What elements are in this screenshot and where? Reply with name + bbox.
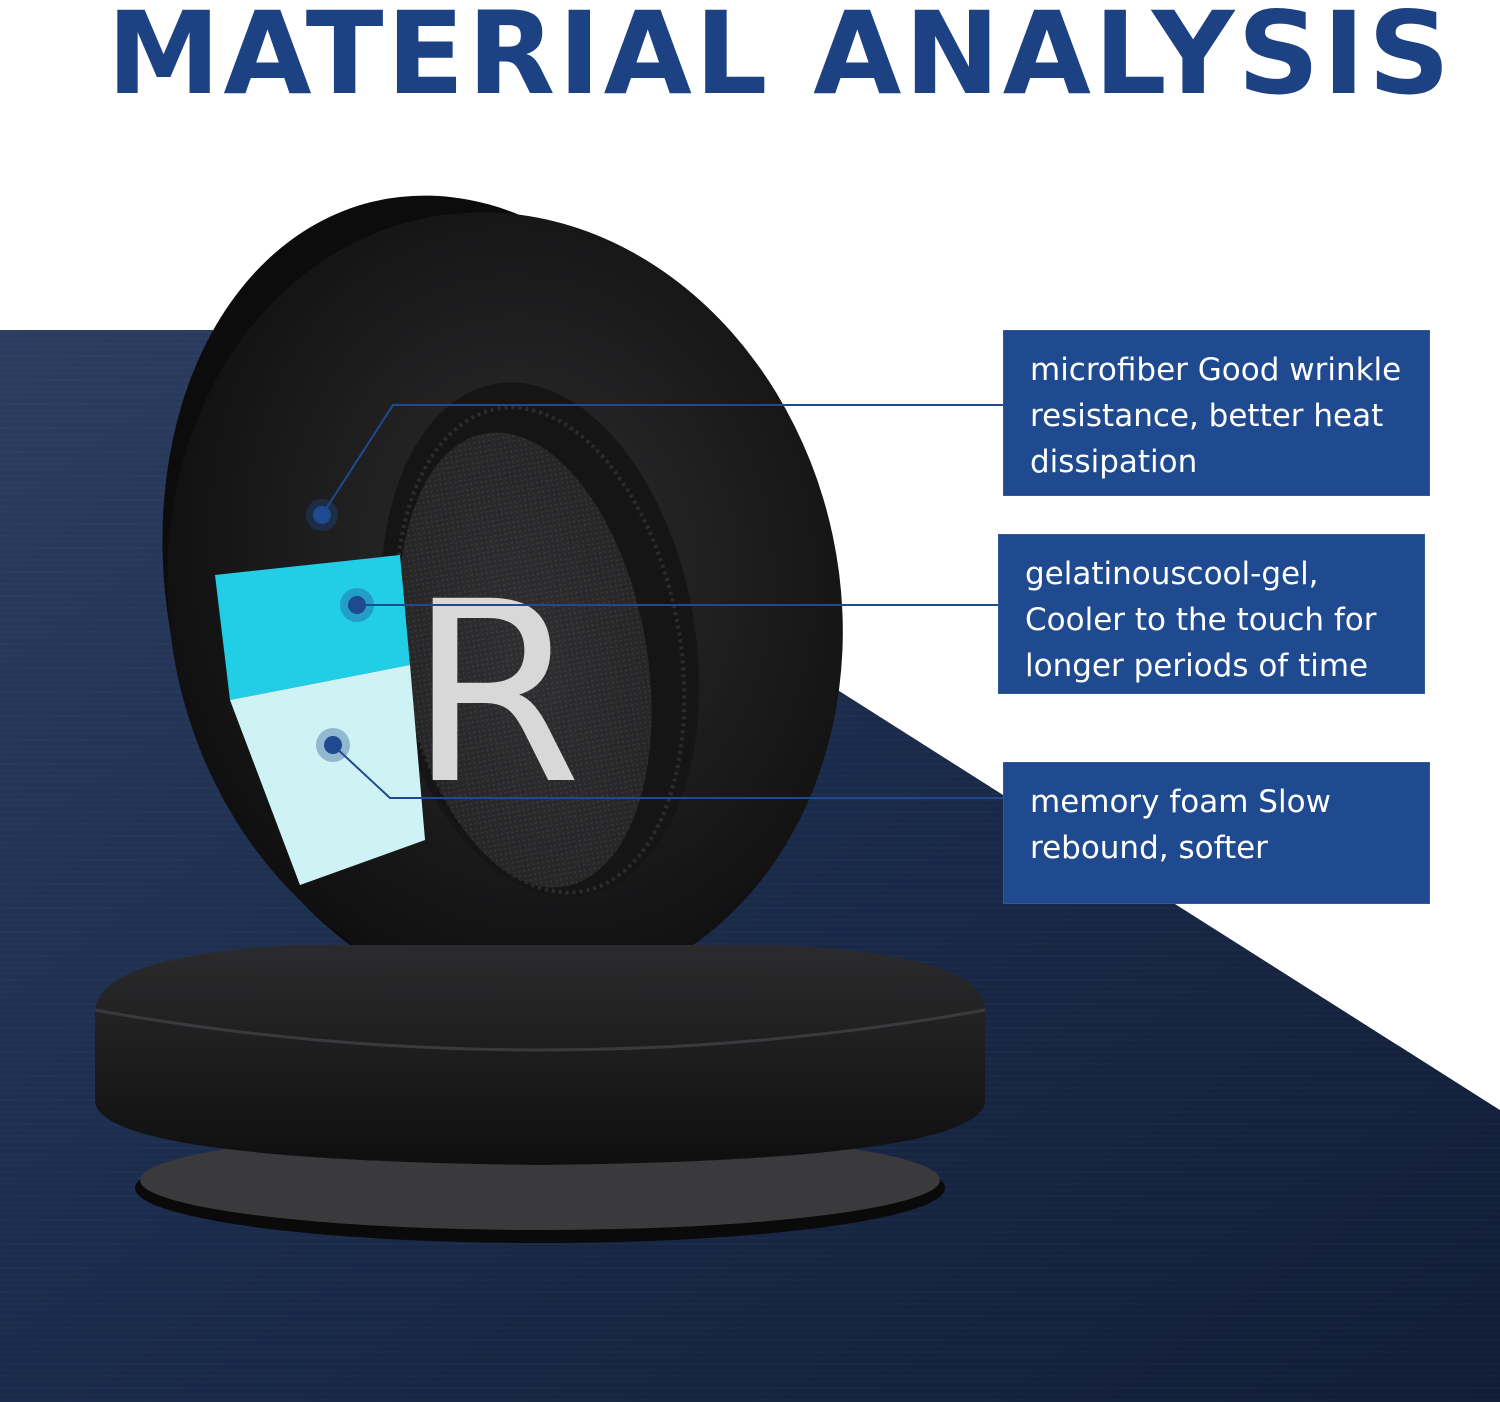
page-title: MATERIAL ANALYSIS [106,0,1454,120]
callout-line: rebound, softer [1030,830,1268,866]
callout-memory-foam: memory foam Slow rebound, softer [1003,762,1430,904]
earpad-letter: R [408,548,582,839]
callout-line: Cooler to the touch for [1025,602,1377,638]
leader-lines [321,404,1003,799]
callout-line: resistance, better heat [1030,398,1384,434]
callout-line: longer periods of time [1025,648,1369,684]
callout-line: gelatinouscool-gel, [1025,556,1319,592]
callout-gel: gelatinouscool-gel, Cooler to the touch … [998,534,1425,694]
callout-line: microfiber Good wrinkle [1030,352,1402,388]
callout-line: memory foam Slow [1030,784,1331,820]
gel-layer [215,555,410,700]
marker-foam [316,728,350,762]
foam-layer [230,665,425,885]
marker-gel [340,588,374,622]
marker-microfiber [306,499,338,531]
callout-microfiber: microfiber Good wrinkle resistance, bett… [1003,330,1430,496]
callout-line: dissipation [1030,444,1198,480]
earpad-base [94,945,986,1243]
layer-cutaway [215,555,425,885]
